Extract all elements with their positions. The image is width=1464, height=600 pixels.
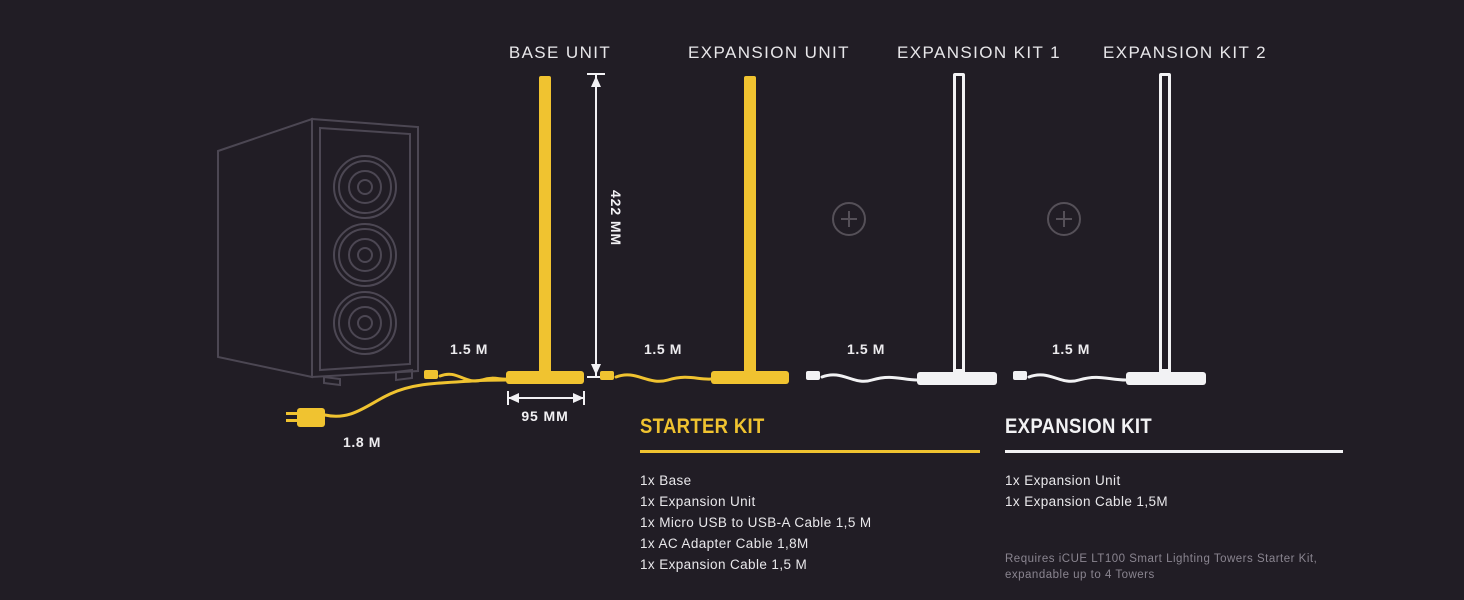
starter-kit-item: 1x Expansion Cable 1,5 M <box>640 557 808 572</box>
expansion-kit-item: 1x Expansion Unit <box>1005 473 1121 488</box>
plus-icon <box>832 202 866 236</box>
kit1-cable-length-label: 1.5 M <box>846 341 885 357</box>
tower-height-label: 422 MM <box>608 190 624 246</box>
expansion-cable-1 <box>600 371 713 383</box>
starter-kit-item: 1x Micro USB to USB-A Cable 1,5 M <box>640 515 872 530</box>
starter-kit-item: 1x Base <box>640 473 692 488</box>
base-unit-tower-base <box>506 371 584 384</box>
usb-cable <box>424 370 509 383</box>
starter-kit-list: 1x Base 1x Expansion Unit 1x Micro USB t… <box>640 470 872 575</box>
tower-label-expansion-kit-2: EXPANSION KIT 2 <box>1103 43 1267 62</box>
expansion-kit-divider <box>1005 450 1343 453</box>
pc-case-illustration <box>217 117 419 387</box>
starter-kit-item: 1x Expansion Unit <box>640 494 756 509</box>
tower-label-base-unit: BASE UNIT <box>508 43 612 62</box>
starter-kit-title: STARTER KIT <box>640 415 765 438</box>
expansion-unit-tower-base <box>711 371 789 384</box>
width-dimension-line <box>507 391 585 405</box>
tower-label-expansion-kit-1: EXPANSION KIT 1 <box>897 43 1061 62</box>
plus-icon <box>1047 202 1081 236</box>
expansion-kit-item: 1x Expansion Cable 1,5M <box>1005 494 1169 509</box>
expansion-kit-title: EXPANSION KIT <box>1005 415 1152 438</box>
expansion-kit-2-tower-base <box>1126 372 1206 385</box>
expansion-kit-1-cable <box>806 371 919 383</box>
expansion-kit-footnote: Requires iCUE LT100 Smart Lighting Tower… <box>1005 552 1317 583</box>
starter-kit-divider <box>640 450 980 453</box>
base-width-label: 95 MM <box>521 408 569 424</box>
expansion-kit-2-tower-bar <box>1159 73 1171 372</box>
power-cable-length-label: 1.8 M <box>342 434 381 450</box>
footnote-line-1: Requires iCUE LT100 Smart Lighting Tower… <box>1005 553 1318 565</box>
expansion-kit-1-tower-base <box>917 372 997 385</box>
tower-label-expansion-unit: EXPANSION UNIT <box>688 43 850 62</box>
starter-kit-item: 1x AC Adapter Cable 1,8M <box>640 536 809 551</box>
base-unit-tower-bar <box>539 76 551 371</box>
expansion-kit-2-cable <box>1013 371 1128 383</box>
expansion-cable-length-label: 1.5 M <box>643 341 682 357</box>
height-dimension-line <box>587 73 605 378</box>
footnote-line-2: expandable up to 4 Towers <box>1005 568 1155 581</box>
expansion-kit-list: 1x Expansion Unit 1x Expansion Cable 1,5… <box>1005 470 1168 512</box>
kit2-cable-length-label: 1.5 M <box>1051 341 1090 357</box>
power-plug-and-cord <box>286 378 509 427</box>
expansion-unit-tower-bar <box>744 76 756 371</box>
usb-cable-length-label: 1.5 M <box>449 341 488 357</box>
expansion-kit-1-tower-bar <box>953 73 965 372</box>
